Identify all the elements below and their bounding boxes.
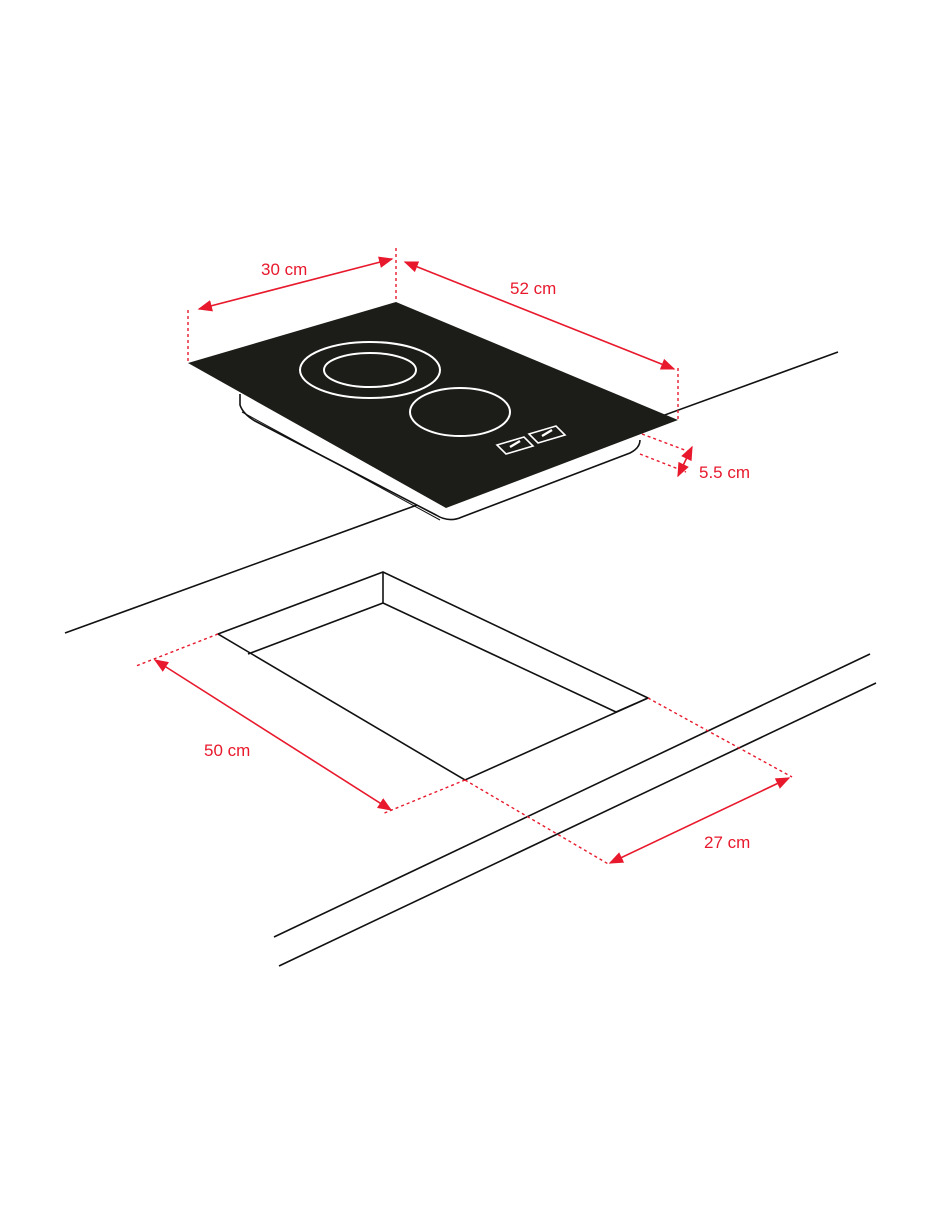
countertop-cutout — [216, 571, 650, 781]
dual-ring-burner-inner — [323, 352, 417, 388]
dimension-label-cutout-width: 27 cm — [704, 833, 750, 852]
dimension-label-cutout-length: 50 cm — [204, 741, 250, 760]
dimension-cooktop-width: 52 cm — [403, 261, 679, 420]
cooktop-glass-top — [188, 302, 678, 508]
control-knob-left — [495, 436, 535, 455]
dimension-cutout-width: 27 cm — [464, 697, 793, 866]
control-knob-right — [527, 425, 567, 444]
dimension-cutout-length: 50 cm — [135, 633, 466, 815]
dimension-label-cooktop-height: 5.5 cm — [699, 463, 750, 482]
dimension-cooktop-height: 5.5 cm — [639, 433, 750, 482]
countertop-front-edge-bottom — [278, 682, 877, 967]
dual-ring-burner-outer — [299, 341, 441, 399]
dimension-label-cooktop-width: 52 cm — [510, 279, 556, 298]
countertop-front-edge-top — [273, 653, 871, 938]
single-burner — [409, 387, 511, 437]
dimension-cooktop-depth: 30 cm — [187, 248, 397, 363]
cooktop — [188, 302, 678, 521]
dimension-label-cooktop-depth: 30 cm — [261, 260, 307, 279]
